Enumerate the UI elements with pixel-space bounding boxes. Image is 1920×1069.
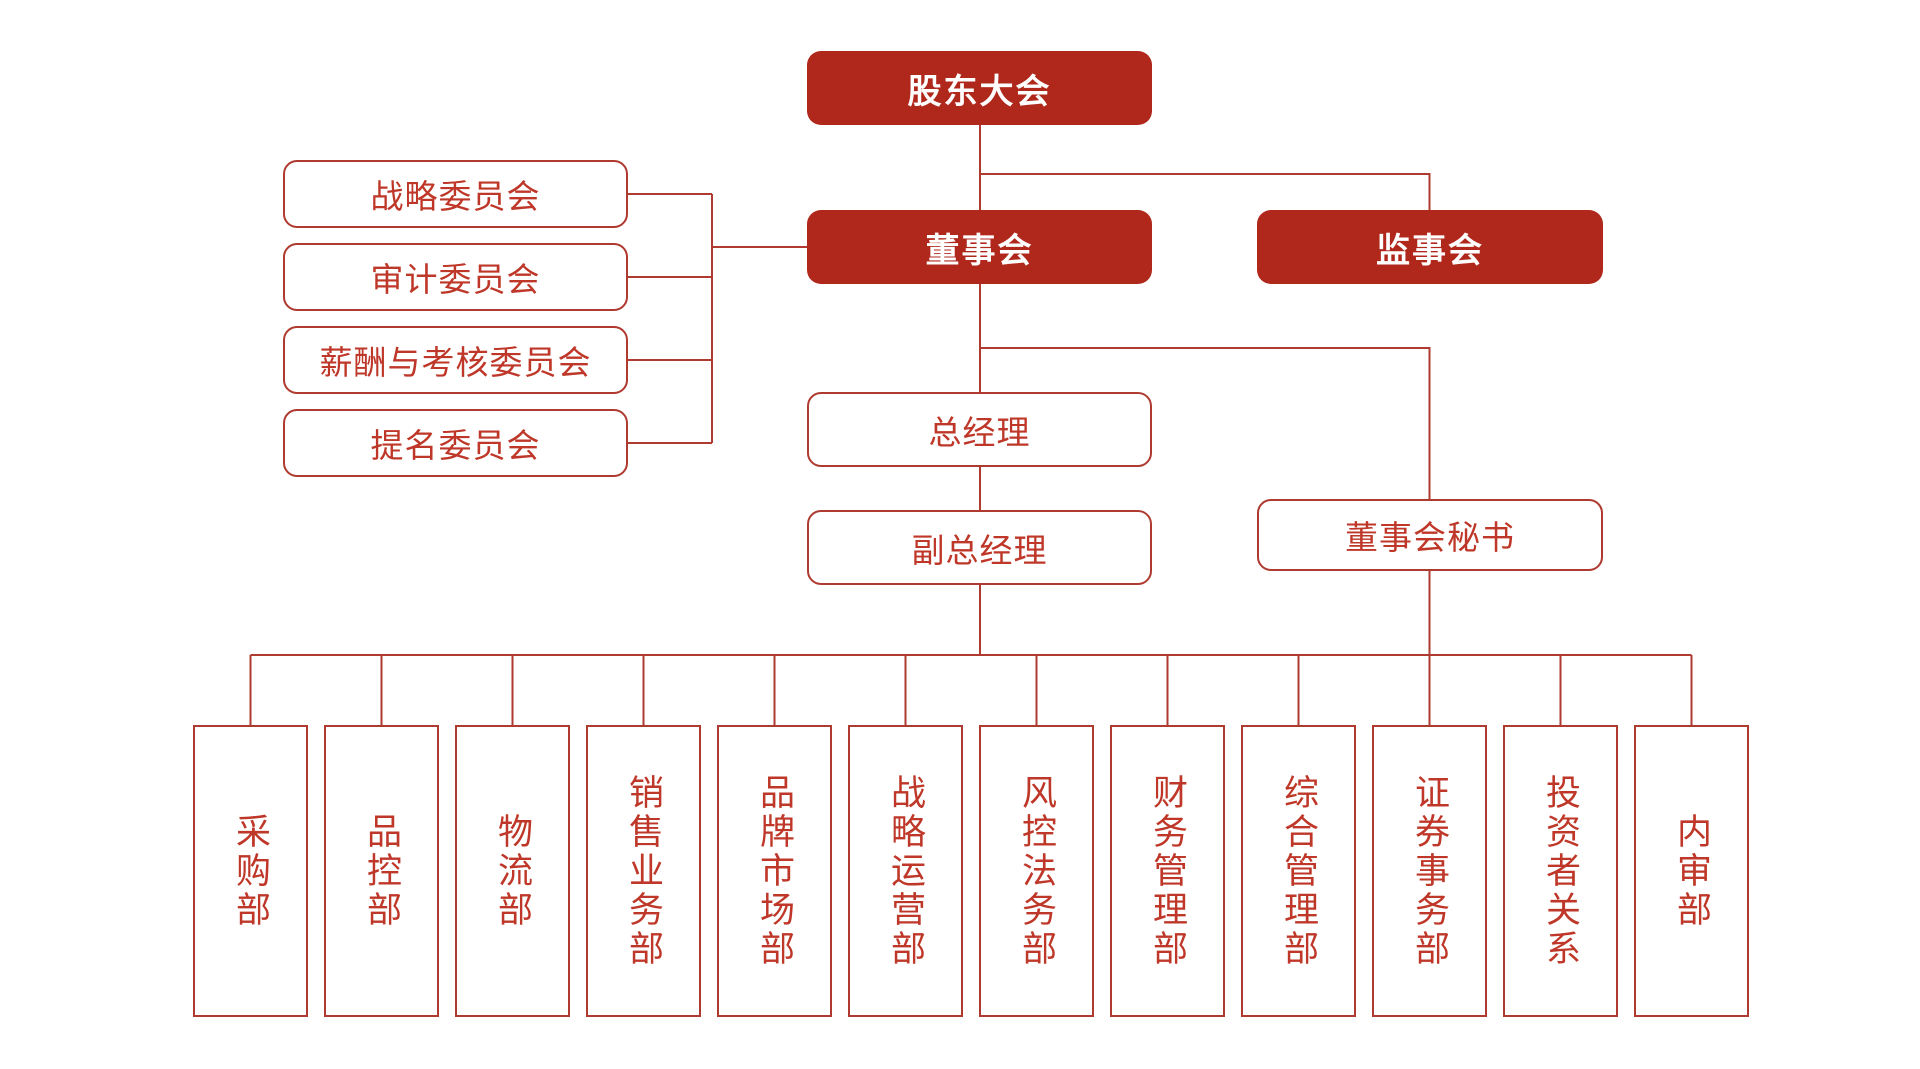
node-strategy-committee: 战略委员会: [283, 160, 628, 228]
node-shareholders-meeting: 股东大会: [807, 51, 1152, 125]
node-dept-general-management: 综合管理部: [1241, 725, 1356, 1017]
node-dept-investor-relations: 投资者关系: [1503, 725, 1618, 1017]
node-board-of-directors: 董事会: [807, 210, 1152, 284]
node-audit-committee: 审计委员会: [283, 243, 628, 311]
node-remuneration-assessment-committee: 薪酬与考核委员会: [283, 326, 628, 394]
node-nomination-committee: 提名委员会: [283, 409, 628, 477]
node-dept-logistics: 物流部: [455, 725, 570, 1017]
node-dept-finance-management: 财务管理部: [1110, 725, 1225, 1017]
node-dept-sales-business: 销售业务部: [586, 725, 701, 1017]
node-dept-procurement: 采购部: [193, 725, 308, 1017]
node-supervisory-board: 监事会: [1257, 210, 1603, 284]
node-dept-securities-affairs: 证券事务部: [1372, 725, 1487, 1017]
node-board-secretary: 董事会秘书: [1257, 499, 1603, 571]
node-dept-strategy-operations: 战略运营部: [848, 725, 963, 1017]
node-dept-internal-audit: 内审部: [1634, 725, 1749, 1017]
node-general-manager: 总经理: [807, 392, 1152, 467]
node-dept-quality-control: 品控部: [324, 725, 439, 1017]
node-dept-risk-legal: 风控法务部: [979, 725, 1094, 1017]
node-dept-brand-marketing: 品牌市场部: [717, 725, 832, 1017]
node-deputy-general-manager: 副总经理: [807, 510, 1152, 585]
